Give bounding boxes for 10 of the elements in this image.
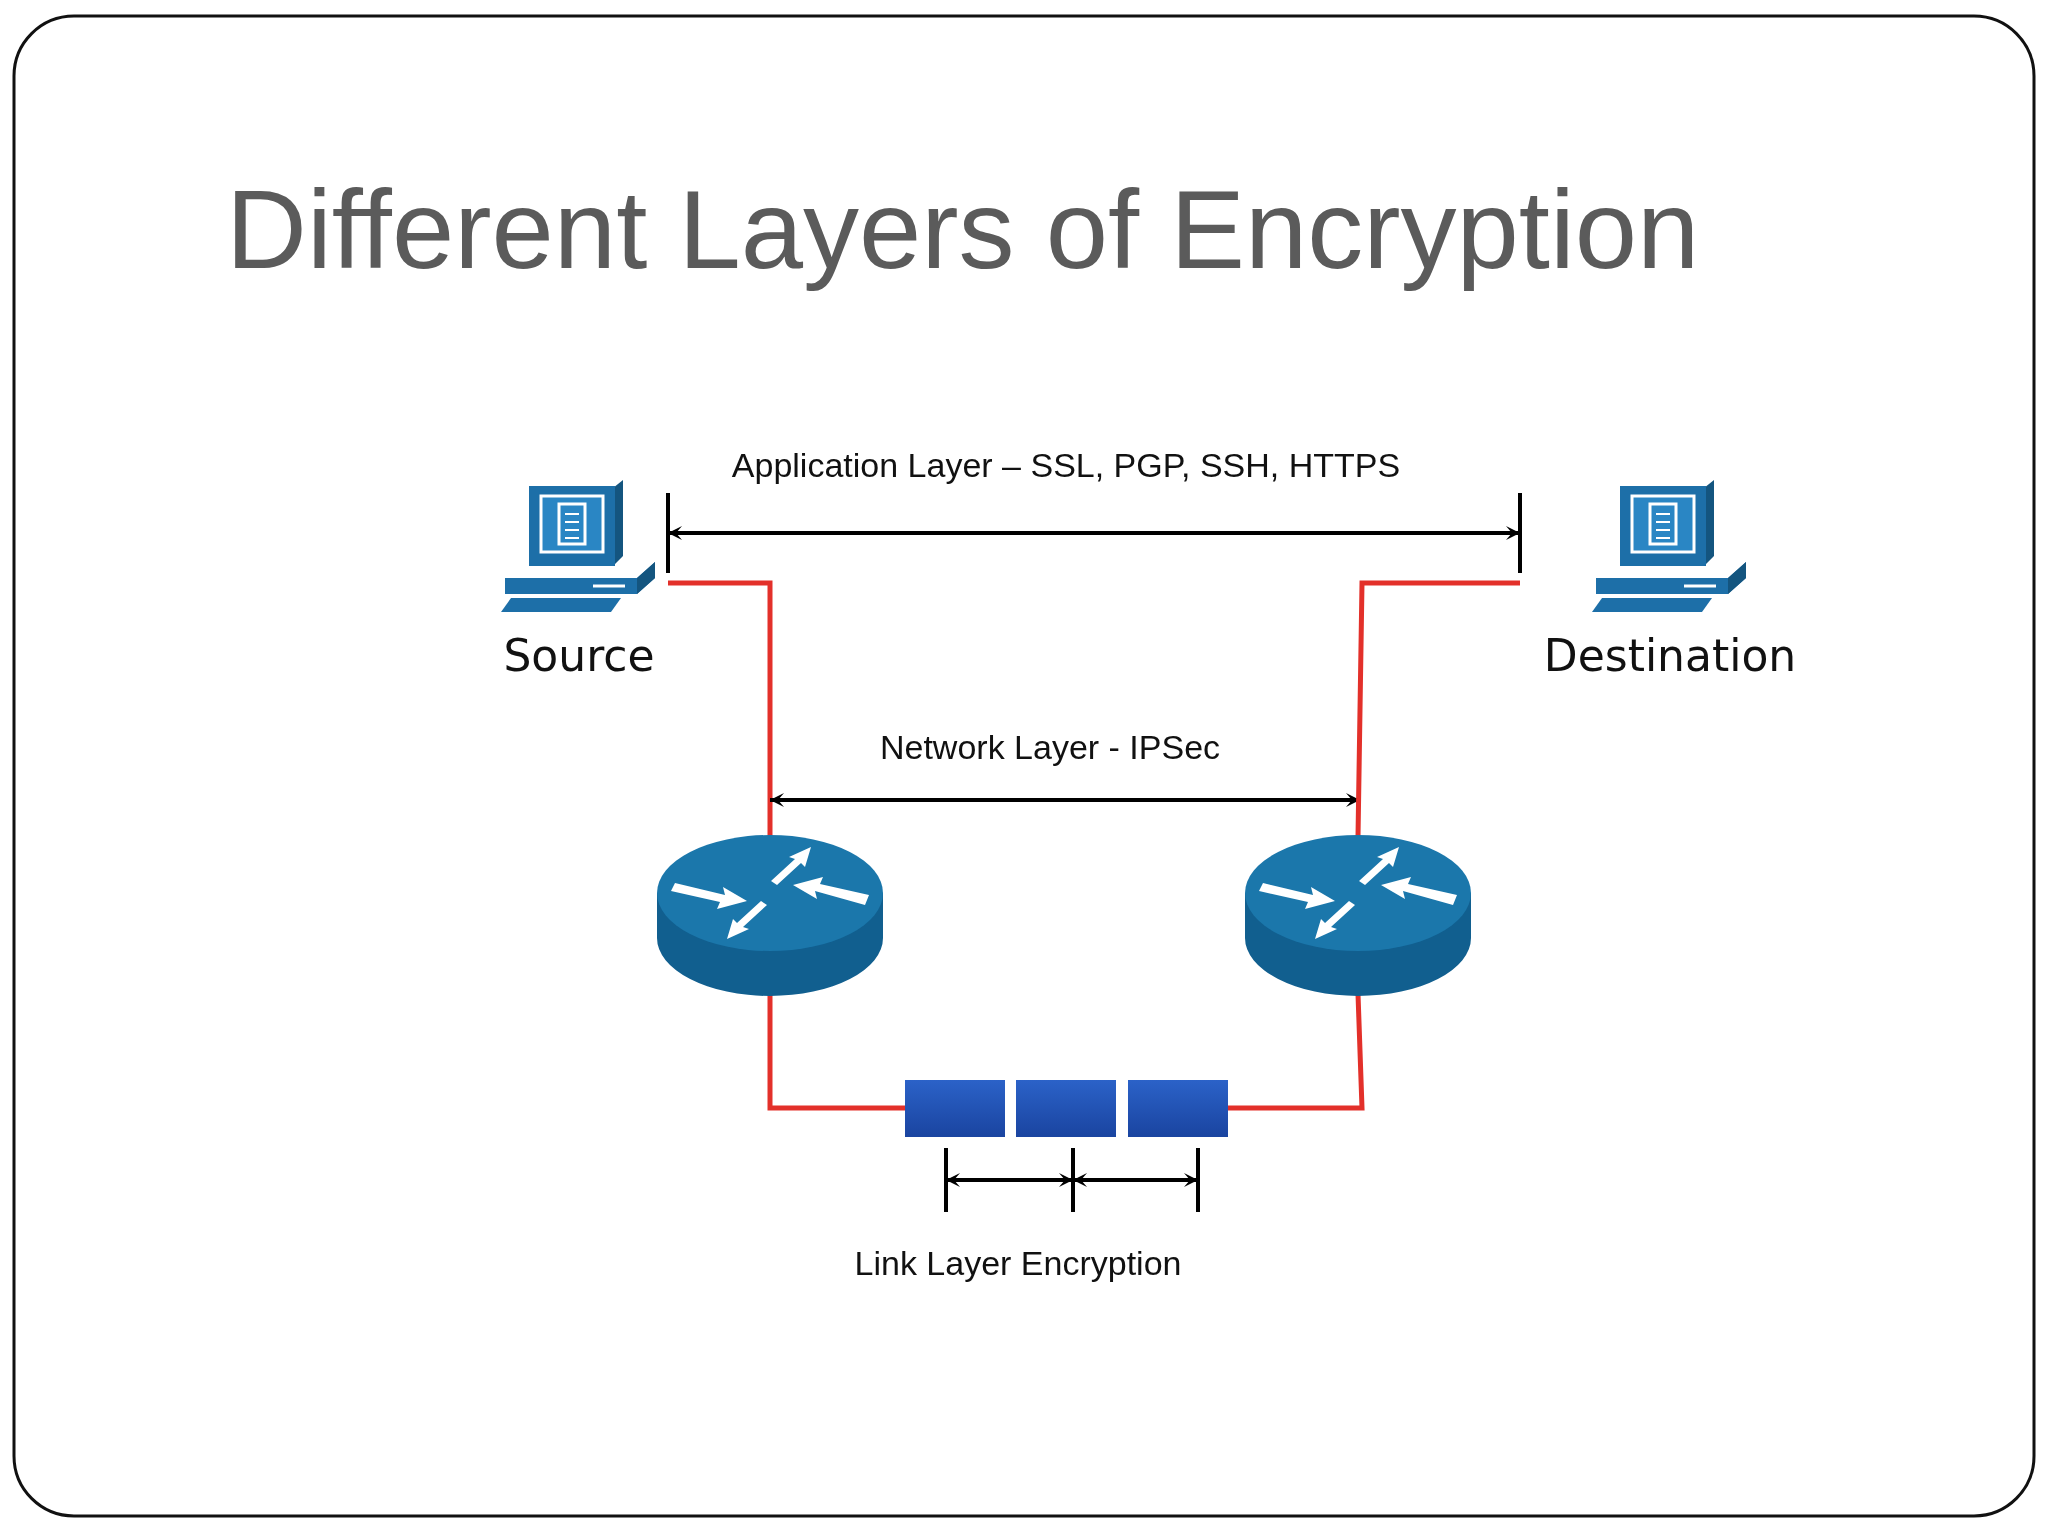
connector-line xyxy=(668,580,773,837)
double-arrow xyxy=(666,493,1522,573)
device-label: Source xyxy=(503,630,655,681)
edge-label: Application Layer – SSL, PGP, SSH, HTTPS xyxy=(731,446,1401,485)
edge-label: Network Layer - IPSec xyxy=(879,728,1221,767)
device-label: Destination xyxy=(1543,630,1797,681)
connector-line xyxy=(1355,580,1520,838)
layer-label: Link Layer Encryption xyxy=(854,1244,1182,1283)
connector-line xyxy=(767,994,905,1111)
slide-title: Different Layers of Encryption xyxy=(226,166,1700,294)
